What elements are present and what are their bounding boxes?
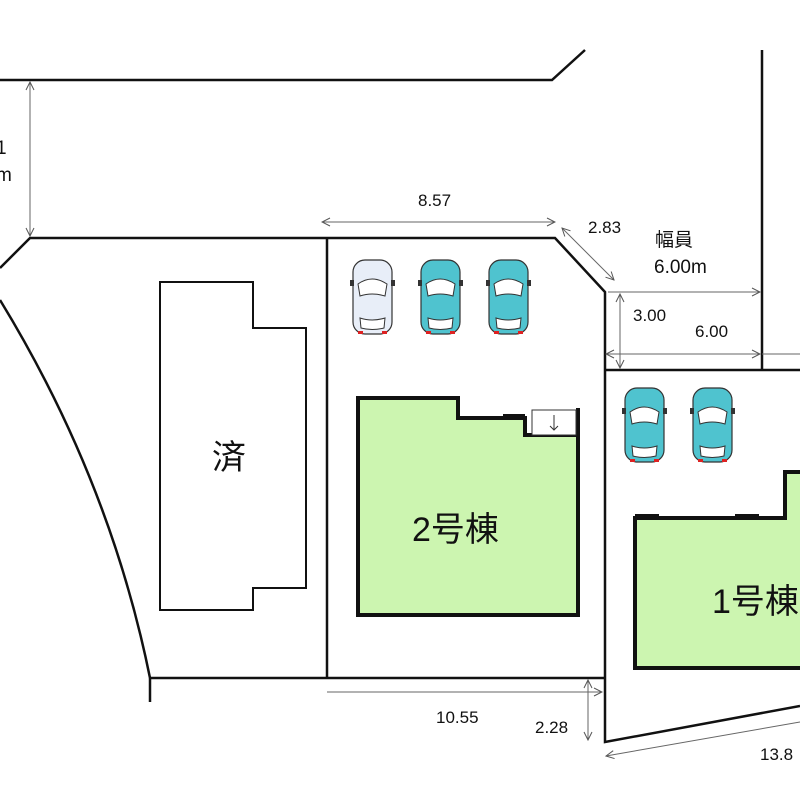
building-lot2-label: 2号棟 <box>412 511 499 549</box>
car-icon <box>417 259 464 335</box>
dim-top: 8.57 <box>418 191 452 210</box>
car-icon <box>689 387 736 463</box>
dim-offset: 2.28 <box>535 718 569 737</box>
building-lot1 <box>633 470 800 670</box>
dim-width: 6.00 <box>695 322 729 341</box>
dim-depth: 3.00 <box>633 306 667 325</box>
existing-building-label: 済 <box>212 439 246 477</box>
road-right-label-2: 6.00m <box>654 257 707 278</box>
road-lines <box>0 49 800 744</box>
road-left-label-2: m <box>0 165 12 186</box>
road-right-label-1: 幅員 <box>655 230 694 251</box>
road-left-label-1: 1 <box>0 138 7 159</box>
car-icon <box>485 259 532 335</box>
car-icon <box>349 259 396 335</box>
existing-building <box>159 281 307 611</box>
dim-corner: 2.83 <box>588 218 622 237</box>
dim-lot1-bottom: 13.8 <box>760 745 794 764</box>
building-lot1-label: 1号棟 <box>712 583 799 621</box>
car-icon <box>621 387 668 463</box>
dim-bottom: 10.55 <box>436 708 479 727</box>
dimension-arrows <box>30 82 800 756</box>
